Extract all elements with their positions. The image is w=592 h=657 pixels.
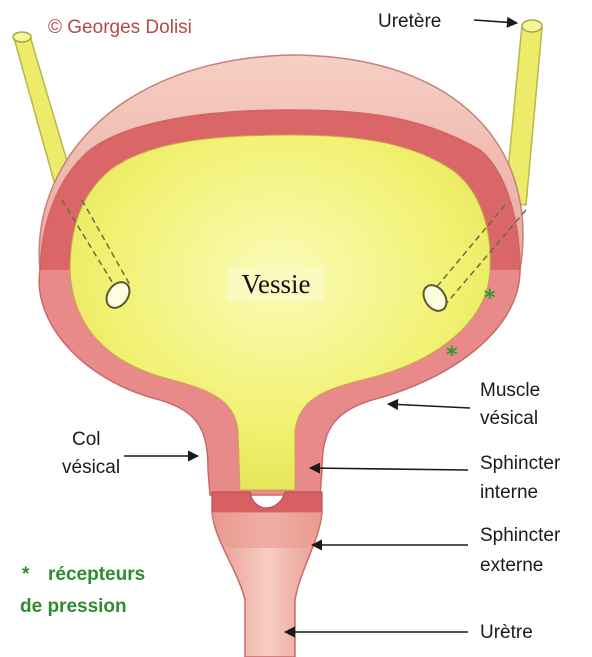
label-sphincter-interne-line2: interne <box>480 482 538 503</box>
legend-line2: de pression <box>20 596 127 617</box>
label-sphincter-externe-line1: Sphincter <box>480 525 561 546</box>
legend-line1: récepteurs <box>48 564 145 585</box>
organ-title: Vessie <box>242 269 311 299</box>
label-sphincter-interne-line1: Sphincter <box>480 453 561 474</box>
label-muscle-line2: vésical <box>480 408 538 429</box>
external-sphincter <box>212 512 322 548</box>
arrow-sphincter-interne <box>310 468 468 470</box>
receptor-marker-1: * <box>484 286 496 311</box>
label-sphincter-externe-line2: externe <box>480 555 543 576</box>
copyright-text: © Georges Dolisi <box>48 17 192 38</box>
legend: * récepteurs de pression <box>20 564 145 617</box>
legend-star: * <box>22 564 30 585</box>
arrow-uretere <box>474 20 517 23</box>
label-col-line2: vésical <box>62 457 120 478</box>
label-muscle-line1: Muscle <box>480 380 540 401</box>
arrow-muscle <box>388 404 470 408</box>
label-uretre: Urètre <box>480 622 533 643</box>
bladder-cavity <box>70 135 490 490</box>
label-uretere: Uretère <box>378 11 441 32</box>
receptor-marker-2: * <box>446 343 458 368</box>
label-col-line1: Col <box>72 429 101 450</box>
